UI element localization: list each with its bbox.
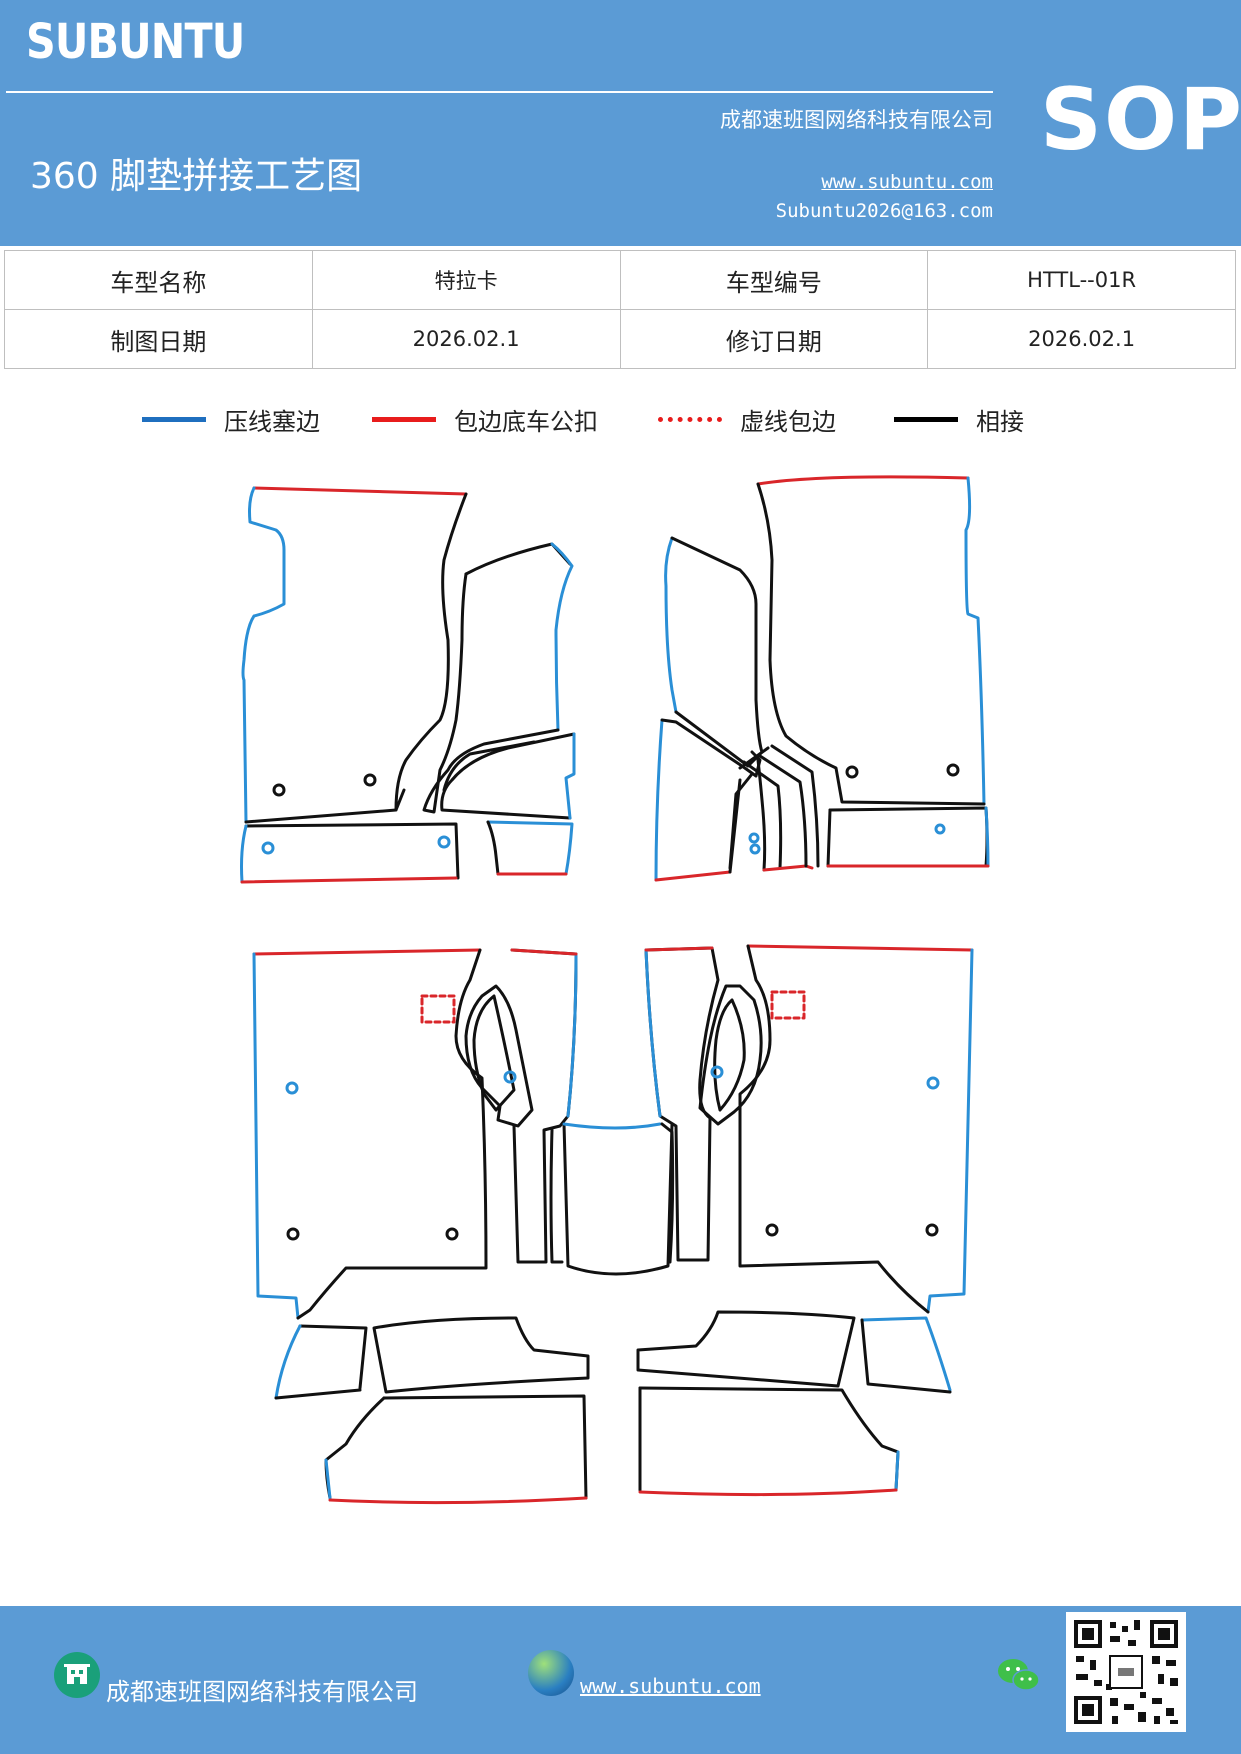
mat-rear-center-tunnel: [549, 1122, 675, 1276]
legend-swatch-black: [894, 417, 958, 422]
sop-badge: SOP: [1040, 70, 1241, 170]
page-title: 360 脚垫拼接工艺图: [30, 156, 363, 197]
legend-item: 压线塞边: [142, 402, 320, 437]
legend-item: 相接: [894, 402, 1024, 437]
dashed-cutout: [420, 994, 456, 1024]
label-model-code: 车型编号: [619, 250, 929, 310]
mat-rear-right-lower: [636, 1310, 952, 1497]
legend-item: 虚线包边: [658, 402, 836, 437]
value-revision-date: 2026.02.1: [927, 309, 1236, 369]
mat-front-left-lower-right: [486, 820, 574, 876]
mat-rear-right-main: [738, 944, 974, 1314]
mat-front-right-mid: [664, 536, 764, 768]
label-model-name: 车型名称: [4, 250, 313, 310]
legend-swatch-blue: [142, 417, 206, 422]
mat-rear-left-main: [252, 948, 488, 1320]
floor-mat-diagram: [240, 475, 990, 1505]
mat-front-left-tunnel: [440, 732, 576, 820]
header-company: 成都速班图网络科技有限公司: [720, 108, 993, 132]
mat-front-right-lower: [654, 718, 762, 882]
header-email: Subuntu2026@163.com: [775, 200, 993, 222]
value-model-name: 特拉卡: [311, 250, 621, 310]
table-row: 制图日期 2026.02.1 修订日期 2026.02.1: [4, 309, 1236, 369]
legend-label: 包边底车公扣: [454, 408, 598, 436]
table-row: 车型名称 特拉卡 车型编号 HTTL--01R: [4, 250, 1236, 310]
mat-front-right-lower-right: [826, 806, 990, 868]
mat-rear-left-lower: [274, 1316, 590, 1505]
dashed-cutout: [770, 990, 806, 1020]
footer-banner: 成都速班图网络科技有限公司 www.subuntu.com: [0, 1606, 1241, 1754]
vehicle-info-table: 车型名称 特拉卡 车型编号 HTTL--01R 制图日期 2026.02.1 修…: [4, 250, 1236, 369]
line-legend: 压线塞边 包边底车公扣 虚线包边 相接: [0, 402, 1241, 442]
mat-rear-right-tunnel-inner: [698, 984, 763, 1126]
mat-front-left-mid: [422, 542, 574, 814]
label-draw-date: 制图日期: [4, 309, 313, 369]
header-banner: SUBUNTU 成都速班图网络科技有限公司 360 脚垫拼接工艺图 www.su…: [0, 0, 1241, 246]
mat-front-right-strip: [728, 744, 820, 872]
legend-label: 虚线包边: [740, 408, 836, 436]
legend-swatch-red: [372, 417, 436, 422]
globe-icon: [528, 1650, 574, 1696]
building-icon: [54, 1652, 100, 1698]
wechat-icon[interactable]: [996, 1656, 1042, 1696]
mat-front-right-main: [756, 475, 986, 806]
legend-swatch-red-dotted: [658, 417, 722, 422]
legend-label: 相接: [976, 408, 1024, 436]
footer-company: 成都速班图网络科技有限公司: [106, 1678, 418, 1706]
value-draw-date: 2026.02.1: [311, 309, 621, 369]
header-divider: [6, 91, 993, 93]
mat-front-left-lower: [240, 822, 460, 884]
header-website-link[interactable]: www.subuntu.com: [821, 171, 993, 193]
qr-code[interactable]: [1066, 1612, 1186, 1732]
mat-rear-right-strip: [644, 946, 720, 1262]
label-revision-date: 修订日期: [619, 309, 929, 369]
legend-item: 包边底车公扣: [372, 402, 598, 437]
footer-website-link[interactable]: www.subuntu.com: [580, 1674, 761, 1698]
mat-rear-left-tunnel-inner: [464, 984, 534, 1128]
legend-label: 压线塞边: [224, 408, 320, 436]
mat-rear-left-strip: [510, 948, 578, 1264]
brand-logo: SUBUNTU: [26, 14, 245, 70]
mat-front-left-main: [241, 486, 468, 824]
fixing-holes: [261, 763, 960, 1241]
value-model-code: HTTL--01R: [927, 250, 1236, 310]
